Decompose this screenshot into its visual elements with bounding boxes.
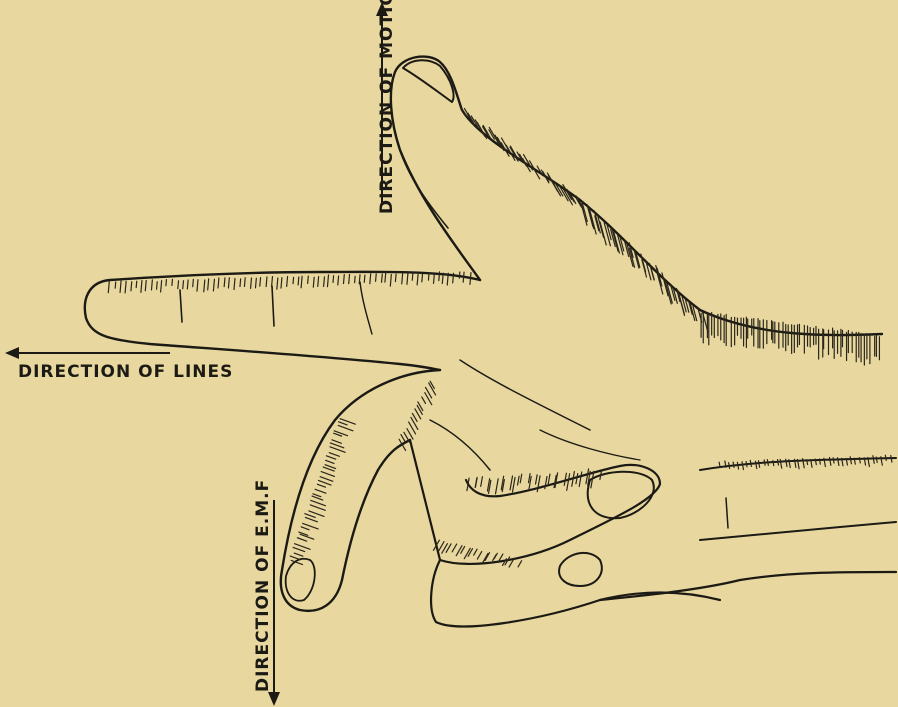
curled-fingers bbox=[410, 360, 896, 626]
middle-hatching bbox=[290, 381, 435, 564]
lines-label: DIRECTION OF LINES bbox=[18, 362, 233, 382]
palm-hatching bbox=[433, 455, 891, 567]
thumb-hatching bbox=[461, 107, 880, 365]
motion-label: DIRECTION OF MOTION bbox=[377, 0, 397, 214]
middle-finger bbox=[281, 370, 490, 611]
emf-label: DIRECTION OF E.M.F bbox=[253, 479, 273, 692]
thumb bbox=[391, 57, 882, 335]
index-hatching bbox=[108, 272, 471, 293]
lines-arrow bbox=[5, 347, 170, 359]
index-finger bbox=[85, 272, 480, 370]
